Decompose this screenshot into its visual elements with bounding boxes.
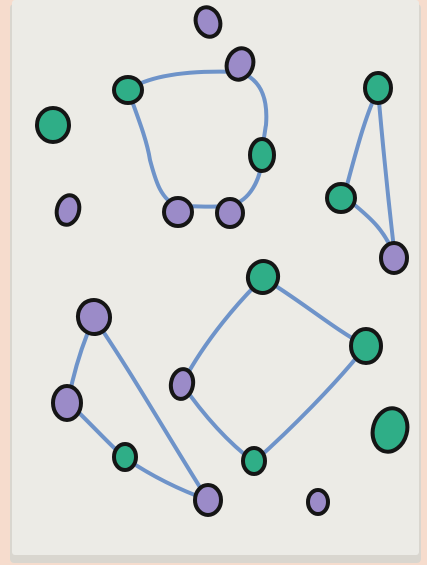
purple-dot: [195, 485, 221, 515]
teal-dot: [327, 184, 355, 212]
teal-dot: [250, 139, 274, 171]
paper-sheet: [10, 0, 421, 563]
teal-dot: [365, 73, 391, 103]
teal-dot: [114, 77, 142, 103]
teal-dot: [351, 329, 381, 363]
purple-dot: [164, 198, 192, 226]
teal-dot: [243, 448, 265, 474]
teal-dot: [37, 108, 69, 142]
purple-dot: [217, 199, 243, 227]
purple-dot: [53, 386, 81, 420]
paper-surface: [12, 0, 419, 555]
purple-dot: [381, 243, 407, 273]
teal-dot: [114, 444, 136, 470]
purple-dot: [308, 490, 328, 514]
